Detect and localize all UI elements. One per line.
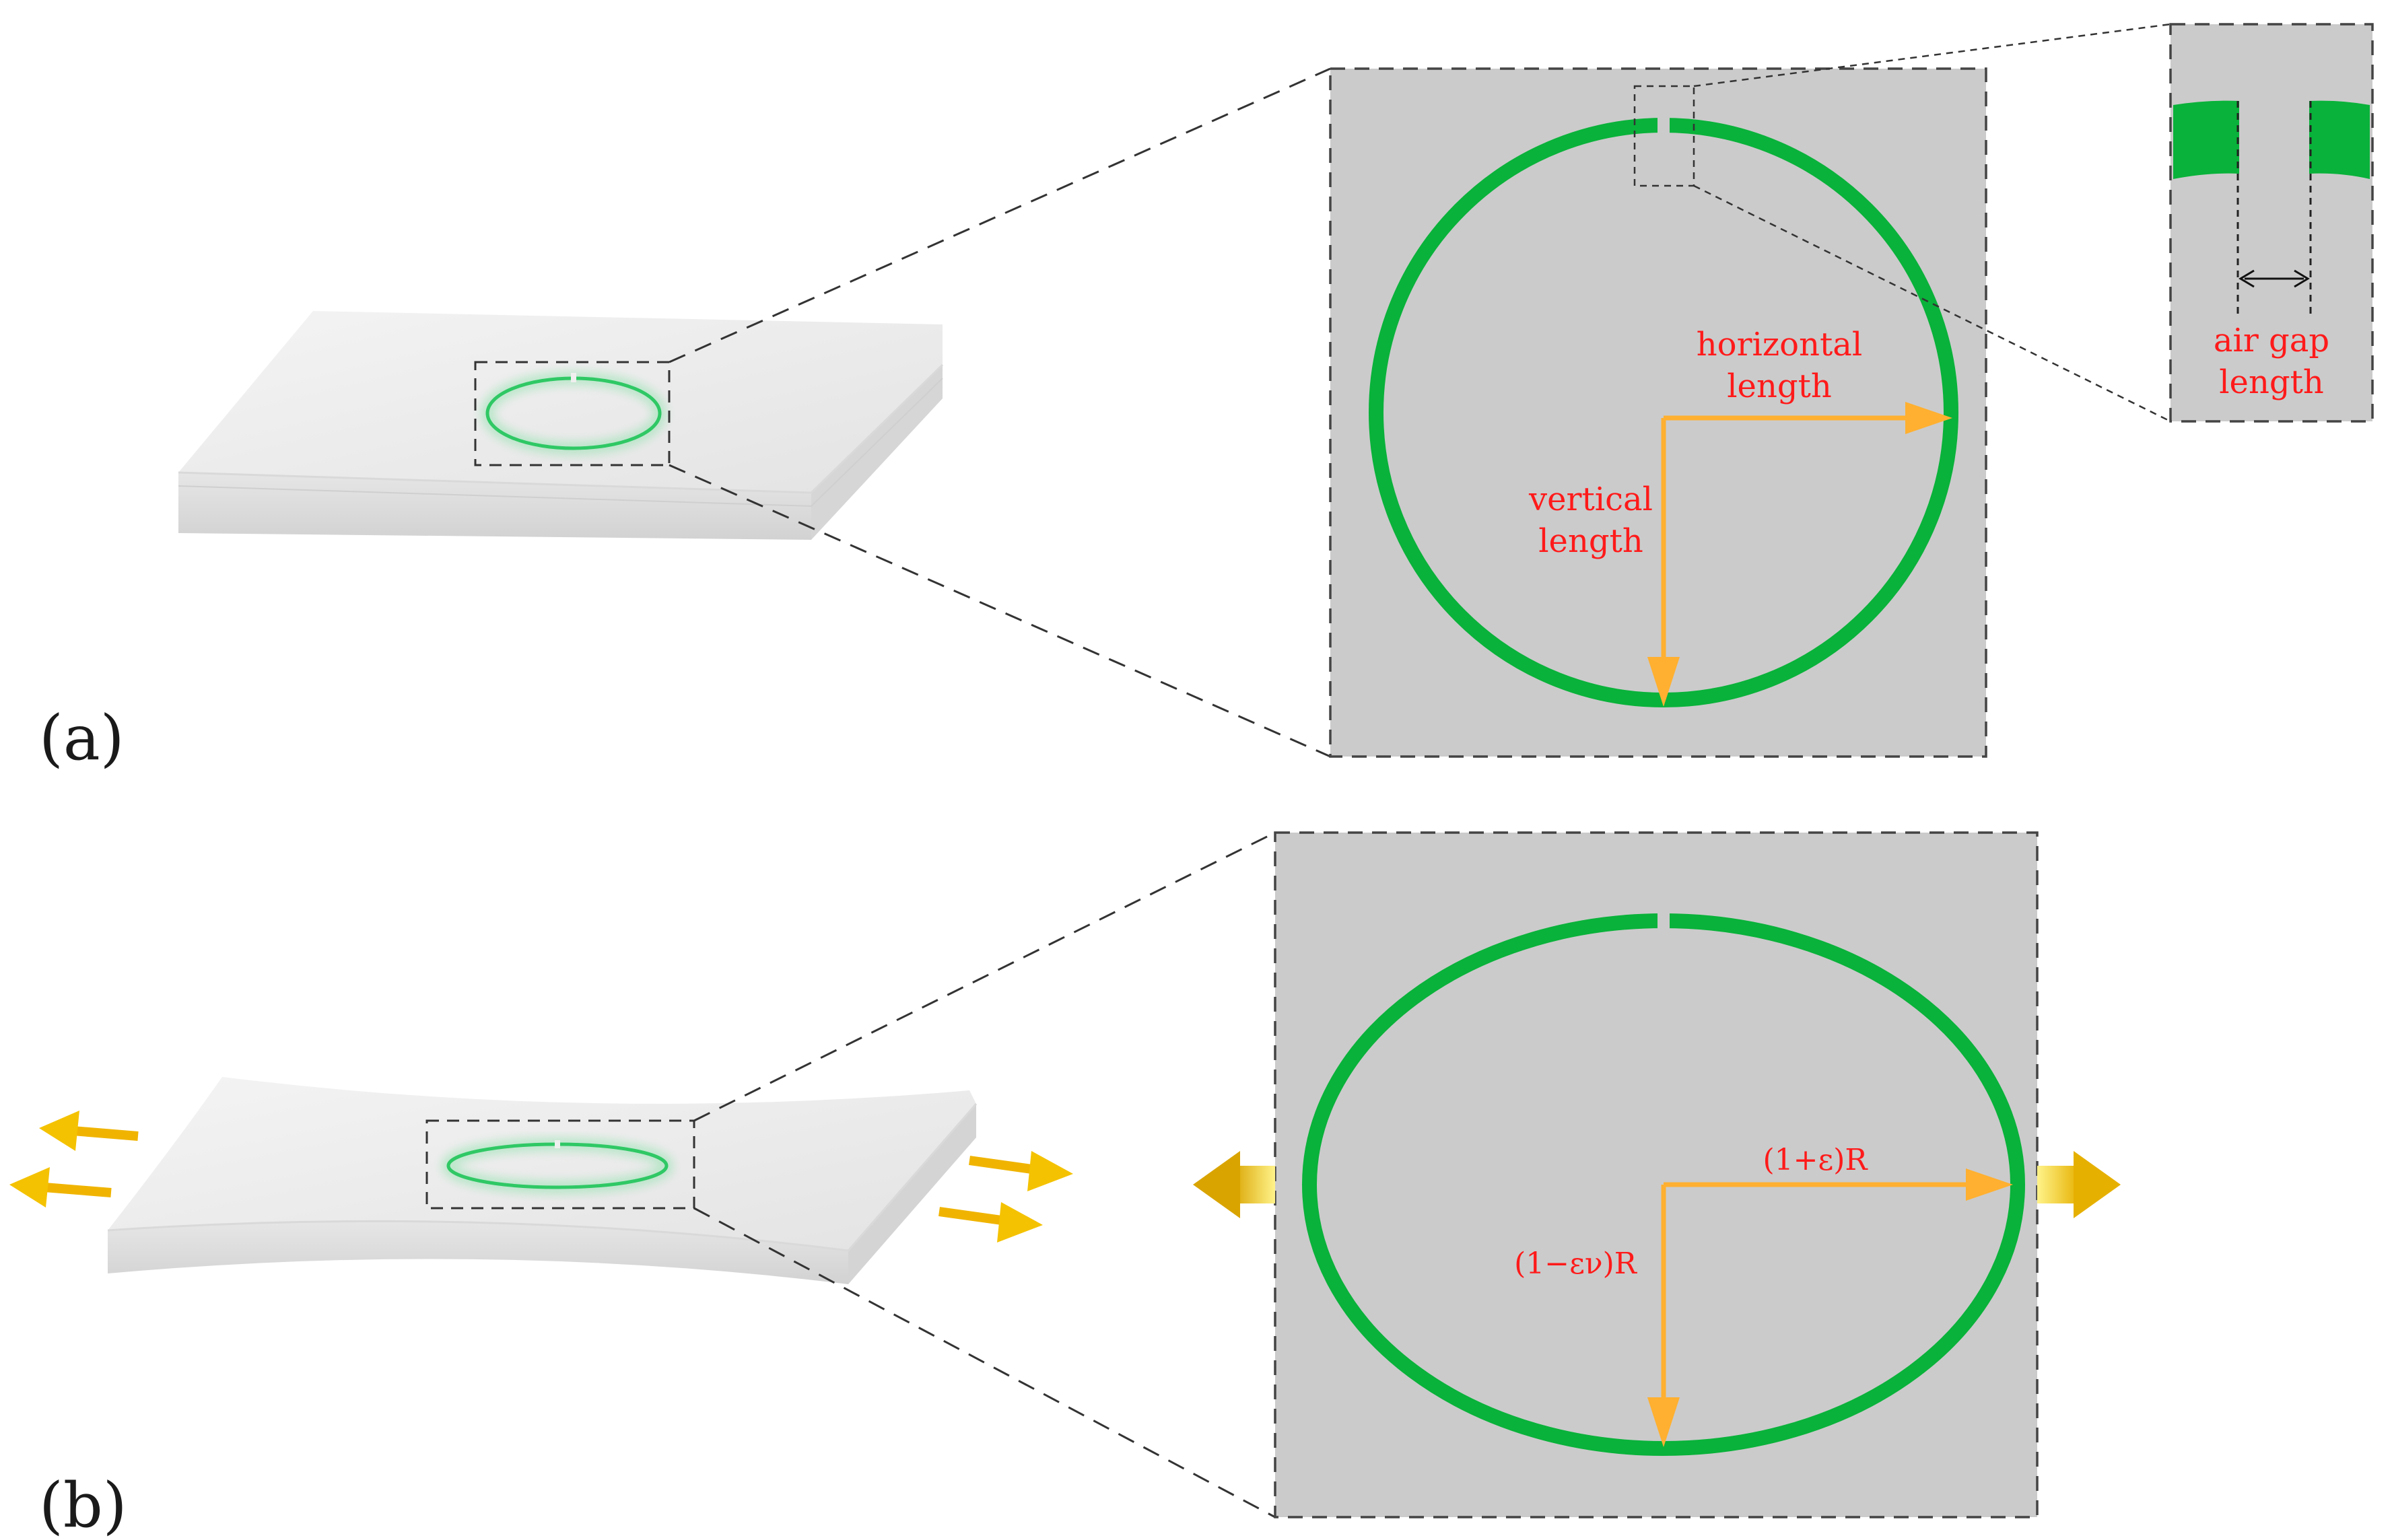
gap-selection-box — [1633, 85, 1695, 187]
strain-arrows-left — [9, 1111, 139, 1208]
ring-small-a — [481, 372, 667, 455]
zoom-strain-arrow-right — [2037, 1151, 2121, 1218]
strained-horizontal-arrow — [1664, 1168, 2013, 1201]
airgap-inset-frame — [2169, 23, 2374, 423]
airgap-ring-right — [2309, 100, 2370, 179]
vertical-label-2: length — [1538, 522, 1643, 560]
panel-a: horizontal length vertical length air ga… — [39, 23, 2374, 774]
horizontal-length-arrow — [1664, 402, 1952, 434]
strained-horizontal-label: (1+ε)R — [1763, 1143, 1868, 1177]
horizontal-label-2: length — [1727, 368, 1832, 405]
strained-vertical-arrow — [1647, 1185, 1680, 1447]
strained-vertical-label: (1−εν)R — [1514, 1247, 1638, 1281]
panel-label-a: (a) — [39, 702, 125, 774]
substrate-b-side — [848, 1104, 976, 1284]
strain-arrow-right-bottom — [997, 1202, 1043, 1242]
vertical-length-arrow — [1647, 418, 1680, 707]
zoom-b: (1+ε)R (1−εν)R — [1274, 831, 2039, 1518]
panel-label-b: (b) — [39, 1469, 127, 1540]
strain-arrow-left-top — [39, 1111, 79, 1151]
airgap-label-2: length — [2219, 363, 2324, 401]
zoom-strain-arrow-left — [1193, 1151, 1275, 1218]
substrate-a — [178, 311, 944, 540]
substrate-b-top — [108, 1077, 976, 1251]
substrate-a-front — [178, 473, 811, 540]
selection-box-b — [425, 1119, 695, 1210]
airgap-dimension-arrow — [2239, 269, 2310, 288]
airgap-inset: air gap length — [2169, 23, 2374, 423]
substrate-a-top — [178, 311, 943, 493]
strain-arrows-right — [938, 1151, 1073, 1242]
horizontal-label-1: horizontal — [1697, 326, 1862, 363]
vertical-label-1: vertical — [1528, 481, 1653, 518]
strain-arrow-left-bottom — [9, 1167, 50, 1208]
substrate-a-side — [811, 365, 943, 540]
substrate-b-front — [108, 1221, 848, 1284]
zoom-a-frame — [1329, 67, 1987, 758]
panel-b: (1+ε)R (1−εν)R (b) — [9, 831, 2121, 1540]
selection-box-a — [474, 361, 671, 466]
airgap-ring-left — [2173, 100, 2239, 179]
strain-arrow-right-top — [1027, 1151, 1073, 1191]
substrate-b — [107, 1077, 978, 1284]
airgap-label-1: air gap — [2214, 322, 2329, 359]
zoom-a: horizontal length vertical length — [1329, 67, 1987, 758]
ring-small-b — [442, 1138, 673, 1194]
